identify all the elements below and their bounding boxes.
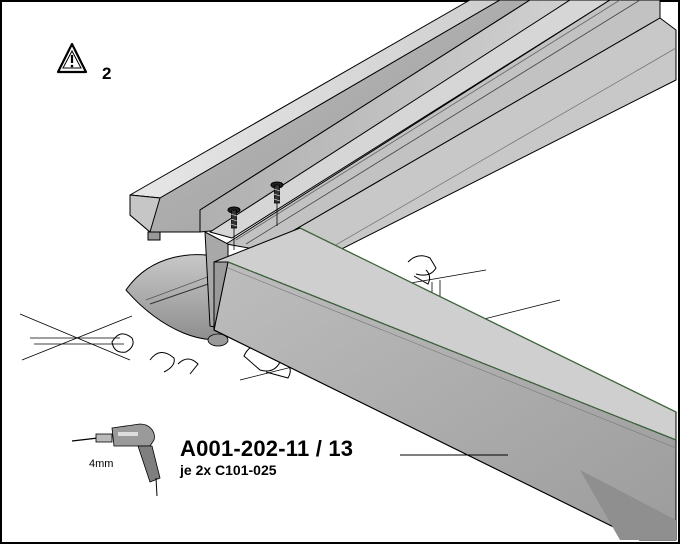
part-number-label: A001-202-11 / 13 (180, 436, 354, 461)
warning-triangle-icon (56, 42, 88, 74)
part-quantity-label: je 2x C101-025 (180, 462, 277, 478)
dimension-marks (111, 255, 437, 379)
warning-number: 2 (102, 64, 112, 83)
screw-right (270, 181, 284, 226)
screw-left (227, 206, 241, 250)
drill-bit-size: 4mm (89, 458, 114, 470)
power-drill-icon (71, 423, 161, 497)
rectangular-beam (213, 227, 677, 541)
top-channel-profile (129, 0, 677, 271)
